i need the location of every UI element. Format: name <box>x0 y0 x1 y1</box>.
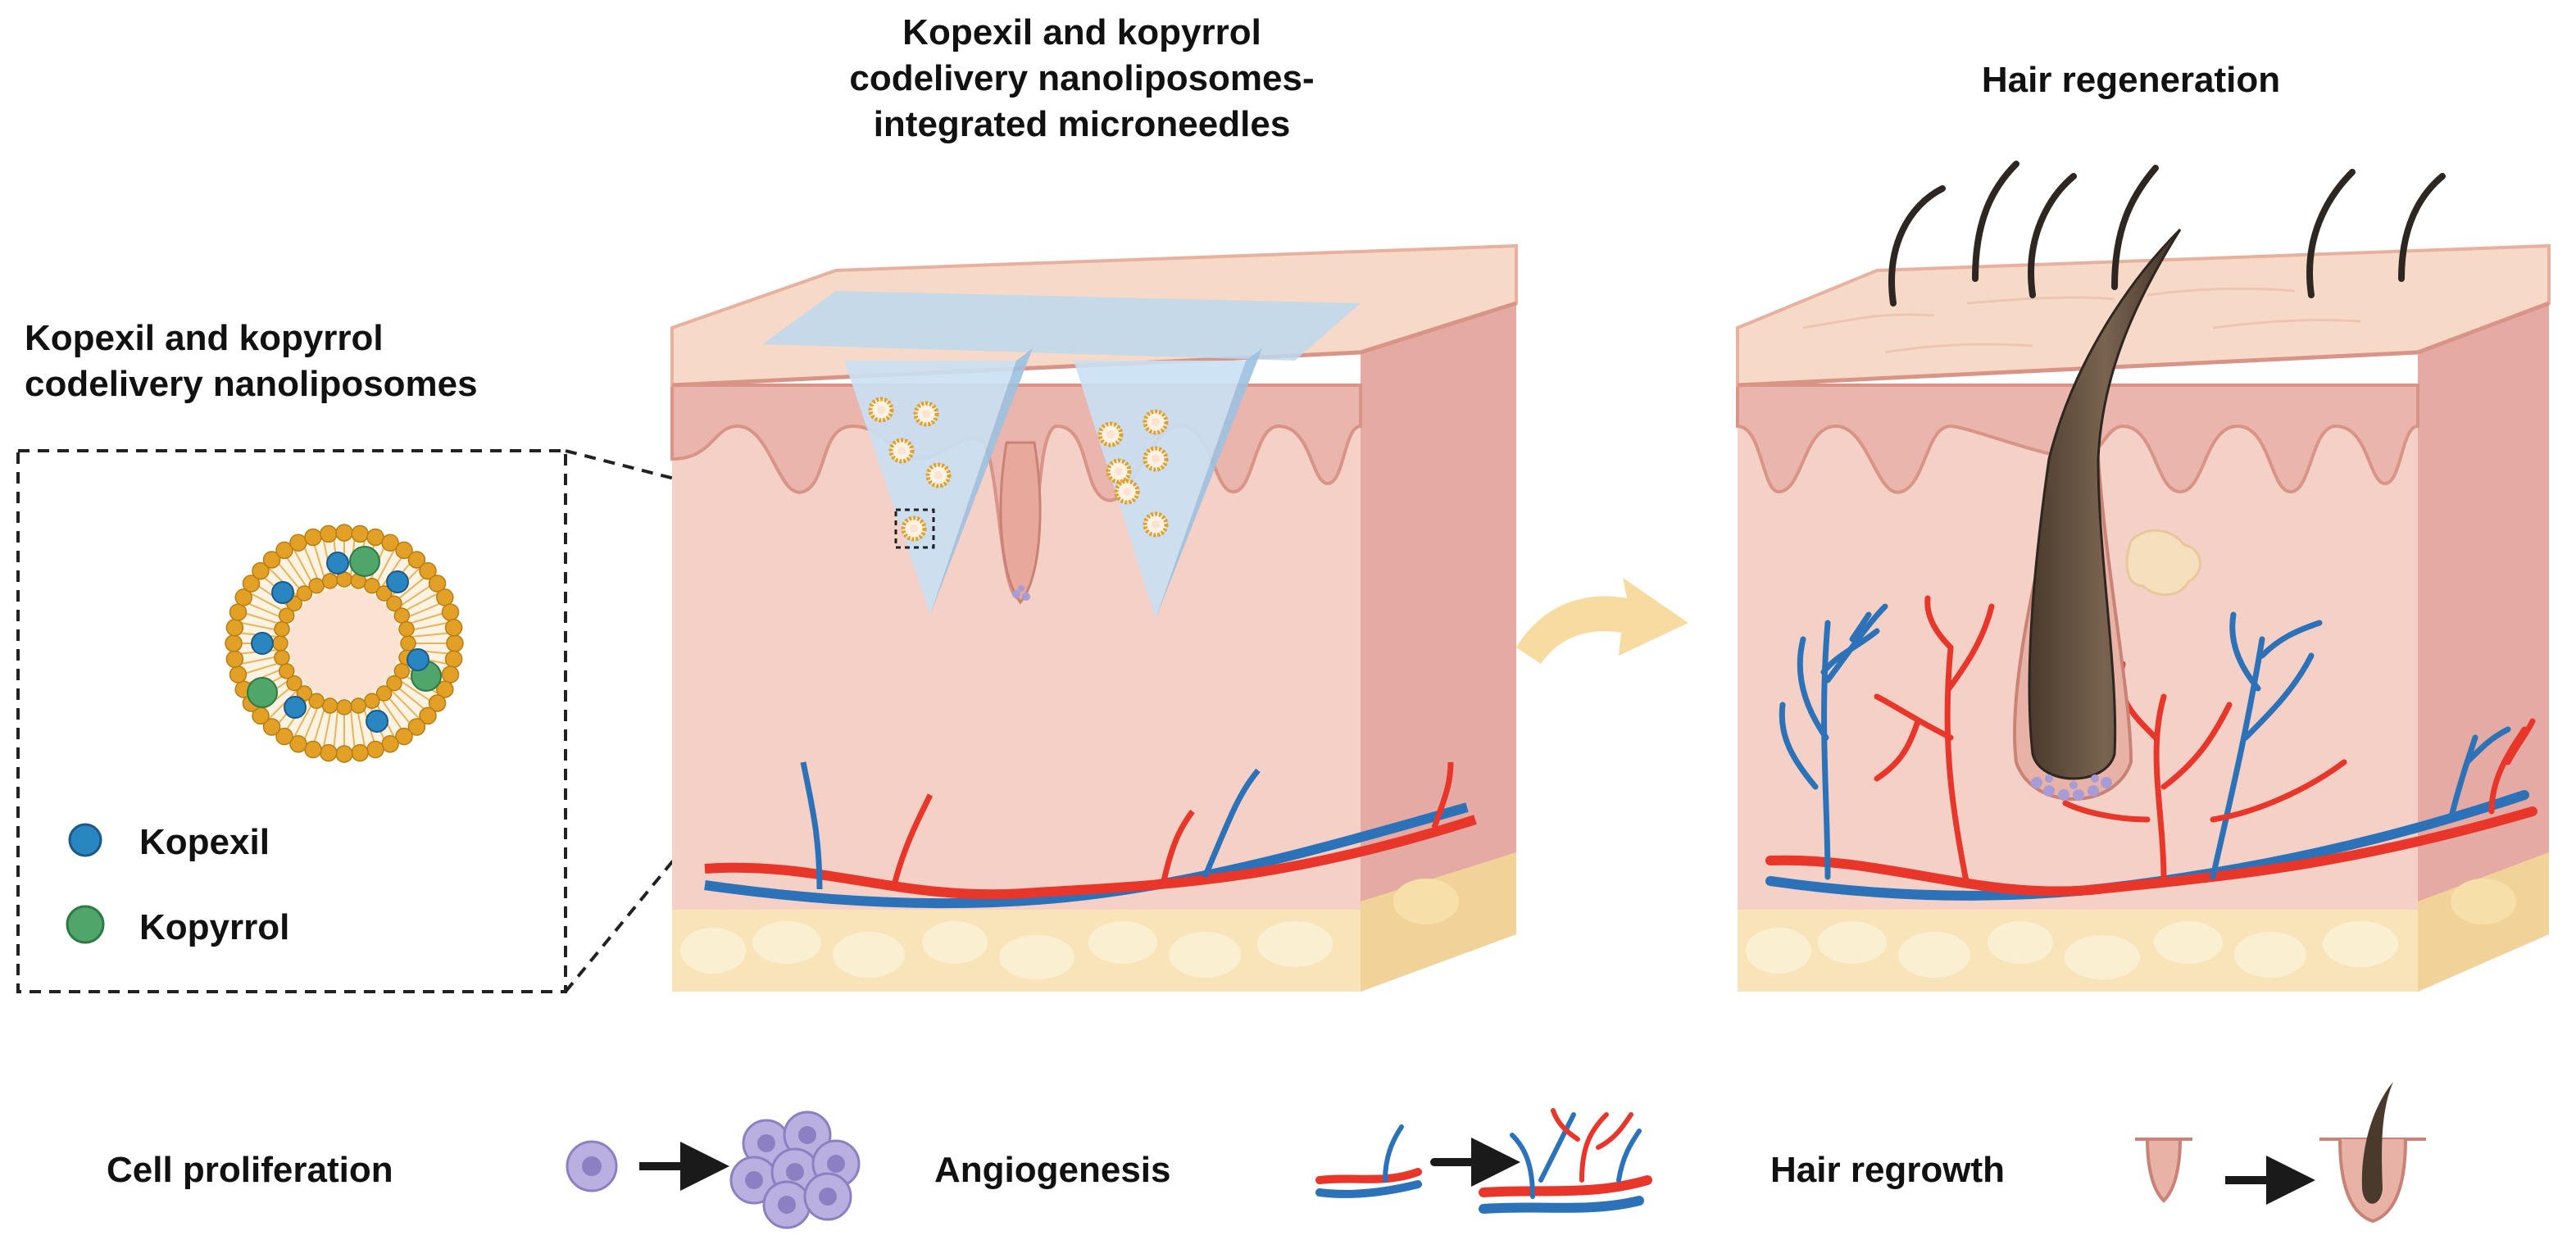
artery-branch-2 <box>1161 809 1195 882</box>
vein-branch-2 <box>1202 768 1261 879</box>
follicle-bulb <box>999 441 1042 605</box>
transition-arrow <box>1516 578 1688 664</box>
fat-cells <box>680 879 1459 979</box>
cell-proliferation-label: Cell proliferation <box>107 1150 393 1190</box>
skin-block-regeneration <box>1736 161 2551 992</box>
skin-surface-texture <box>1802 287 2361 354</box>
hair-regrowth-label: Hair regrowth <box>1770 1150 2006 1190</box>
skin-side-face <box>1361 303 1516 992</box>
hair-regeneration-title: Hair regeneration <box>1981 60 2281 100</box>
transition-arrow-body <box>1516 578 1688 664</box>
legend-kopyrrol-label: Kopyrrol <box>139 907 290 947</box>
liposome-icon <box>225 524 464 763</box>
simple-vessel-icon <box>1315 1124 1422 1198</box>
needle-liposomes <box>868 397 1169 542</box>
angiogenesis-label: Angiogenesis <box>934 1150 1171 1190</box>
microneedle-title-line-2: codelivery nanoliposomes- <box>849 58 1315 98</box>
artery-main-2 <box>1765 806 2537 897</box>
single-cell-icon <box>566 1140 618 1192</box>
skin-block-treatment <box>670 243 1518 992</box>
nanoliposome-inset <box>16 449 932 993</box>
microneedle-left <box>844 361 1016 615</box>
legend-kopexil-dot <box>68 823 102 857</box>
inset-source-marker <box>894 508 935 549</box>
cell-cluster-icon <box>729 1110 861 1229</box>
inset-dashed-box <box>16 449 567 993</box>
artery-branch-3 <box>1431 761 1454 829</box>
nanoliposome-title: Kopexil and kopyrrol codelivery nanolipo… <box>25 316 478 407</box>
angiogenesis-icons <box>1315 1108 1652 1214</box>
cell-proliferation-icons <box>566 1110 861 1229</box>
microneedle-right-shade <box>1156 348 1262 619</box>
legend-kopexil-label: Kopexil <box>139 822 270 862</box>
hair-regrowth-icons <box>2135 1082 2426 1224</box>
nanoliposome-title-line-2: codelivery nanoliposomes <box>25 364 478 404</box>
microneedle-title-line-1: Kopexil and kopyrrol <box>902 12 1261 52</box>
sebaceous-gland <box>2125 529 2201 597</box>
microneedle-title-line-3: integrated microneedles <box>873 104 1291 144</box>
nanoliposome-title-line-1: Kopexil and kopyrrol <box>25 318 384 358</box>
legend-kopyrrol-dot <box>66 905 105 944</box>
vein-main <box>704 802 1469 909</box>
microneedle-left-shade <box>930 348 1033 615</box>
microneedle-title: Kopexil and kopyrrol codelivery nanolipo… <box>672 10 1492 148</box>
branched-vessel-icon <box>1479 1108 1652 1214</box>
microneedle-backing <box>762 291 1361 361</box>
vein-branch-1 <box>800 761 823 890</box>
artery-branch-1 <box>890 793 934 890</box>
empty-follicle-icon <box>2145 1138 2183 1203</box>
vessel-network <box>1765 595 2537 901</box>
artery-main <box>704 815 1477 900</box>
skin-top-edge-2 <box>1737 301 2550 388</box>
hair-shaft <box>2028 228 2182 780</box>
fat-cells-2 <box>1746 879 2516 979</box>
microneedle-right <box>1074 361 1246 619</box>
surface-hairs <box>1888 161 2446 307</box>
grown-hair-icon <box>2319 1082 2426 1224</box>
dermal-papilla <box>2031 774 2112 801</box>
